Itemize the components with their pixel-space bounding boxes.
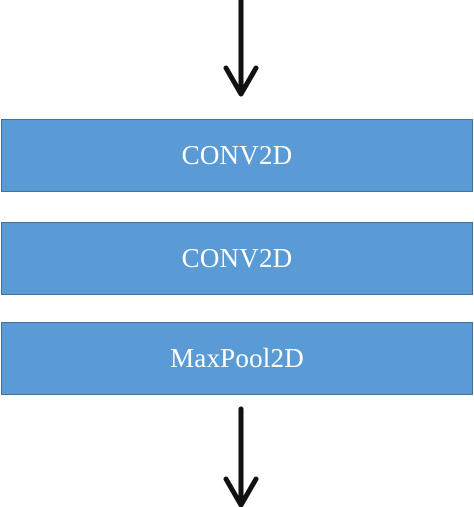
layer-label: MaxPool2D [170, 343, 304, 373]
input-arrow-icon [223, 0, 259, 97]
layer-label: CONV2D [181, 140, 293, 170]
maxpool2d-layer-block: MaxPool2D [1, 322, 473, 395]
output-arrow-icon [223, 406, 259, 507]
conv2d-layer-block-1: CONV2D [1, 119, 473, 192]
layer-label: CONV2D [181, 243, 293, 273]
conv2d-layer-block-2: CONV2D [1, 222, 473, 295]
